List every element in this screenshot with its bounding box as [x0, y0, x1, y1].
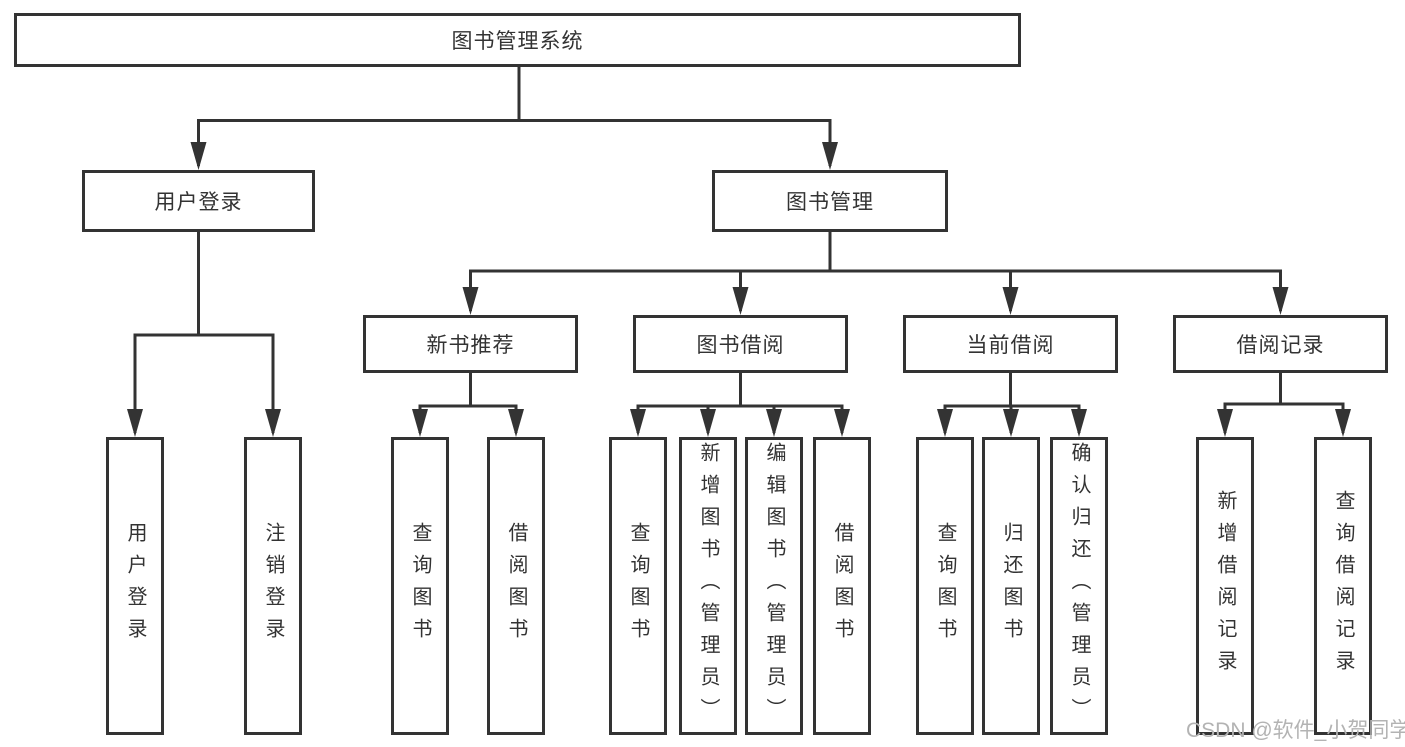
node-book-management-module: 图书管理	[712, 170, 948, 232]
node-label: 注销登录	[262, 522, 284, 650]
node-label: 新增借阅记录	[1214, 490, 1236, 682]
node-library-management-system: 图书管理系统	[14, 13, 1021, 67]
node-label: 图书借阅	[696, 334, 785, 357]
node-leaf-query-books-recommend: 查询图书	[391, 437, 449, 735]
node-leaf-user-login: 用户登录	[106, 437, 164, 735]
node-label: 确认归还（管理员）	[1068, 442, 1090, 730]
node-label: 当前借阅	[966, 334, 1055, 357]
node-borrowing-records: 借阅记录	[1173, 315, 1388, 373]
node-book-borrowing: 图书借阅	[633, 315, 848, 373]
node-leaf-borrow-books: 借阅图书	[813, 437, 871, 735]
node-label: 查询图书	[409, 522, 431, 650]
node-label: 借阅图书	[505, 522, 527, 650]
node-label: 新书推荐	[426, 334, 515, 357]
node-leaf-confirm-return-admin: 确认归还（管理员）	[1050, 437, 1108, 735]
node-label: 借阅图书	[831, 522, 853, 650]
node-leaf-query-books-current: 查询图书	[916, 437, 974, 735]
node-label: 查询图书	[934, 522, 956, 650]
node-new-book-recommendation: 新书推荐	[363, 315, 578, 373]
node-leaf-add-borrow-record: 新增借阅记录	[1196, 437, 1254, 735]
node-leaf-return-books: 归还图书	[982, 437, 1040, 735]
node-leaf-borrow-books-recommend: 借阅图书	[487, 437, 545, 735]
node-leaf-query-books-borrow: 查询图书	[609, 437, 667, 735]
node-leaf-add-books-admin: 新增图书（管理员）	[679, 437, 737, 735]
node-leaf-logout: 注销登录	[244, 437, 302, 735]
node-leaf-query-borrow-record: 查询借阅记录	[1314, 437, 1372, 735]
node-leaf-edit-books-admin: 编辑图书（管理员）	[745, 437, 803, 735]
node-label: 查询图书	[627, 522, 649, 650]
node-label: 图书管理	[786, 191, 874, 214]
node-label: 查询借阅记录	[1332, 490, 1354, 682]
csdn-watermark: CSDN @软件_小贺同学	[1186, 719, 1405, 742]
node-label: 用户登录	[154, 191, 243, 214]
node-label: 编辑图书（管理员）	[763, 442, 785, 730]
node-label: 新增图书（管理员）	[697, 442, 719, 730]
node-current-borrowing: 当前借阅	[903, 315, 1118, 373]
node-label: 归还图书	[1000, 522, 1022, 650]
node-user-login-module: 用户登录	[82, 170, 315, 232]
node-label: 图书管理系统	[451, 30, 584, 53]
node-label: 用户登录	[124, 522, 146, 650]
connector-paths	[133, 67, 1345, 433]
node-label: 借阅记录	[1236, 334, 1325, 357]
